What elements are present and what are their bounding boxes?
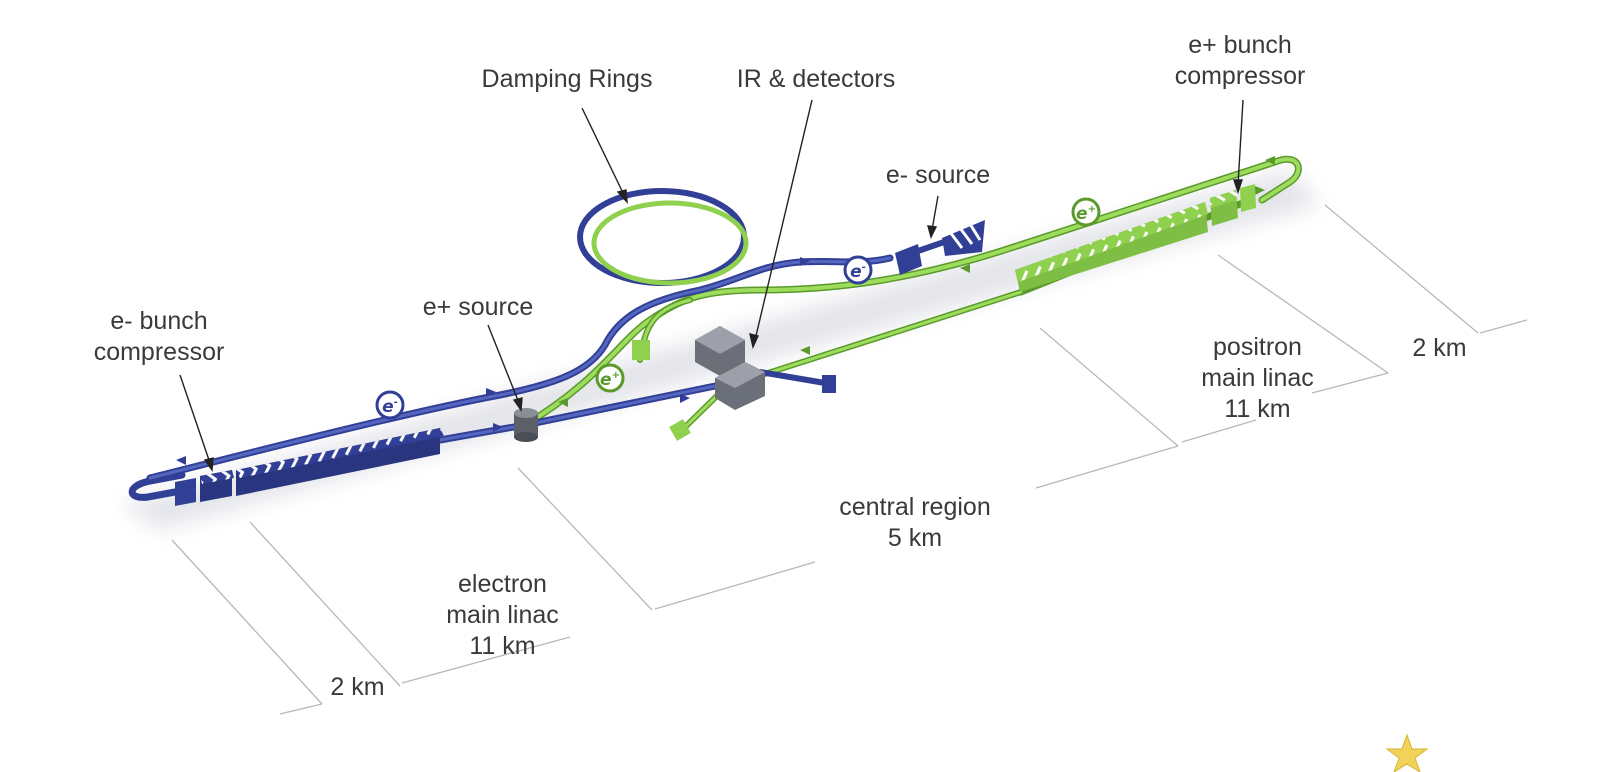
badge-charge: + [1088,204,1096,215]
label-ir-detectors: IR & detectors [736,65,896,93]
label-e-plus-source: e+ source [422,293,534,321]
damping-rings [577,188,749,286]
label-right-length: 2 km [1412,334,1467,362]
electron-beamline [128,237,953,501]
electron-source-device [895,220,985,275]
positron-badge-icon: e+ [595,363,625,393]
badge-charge: - [394,397,398,408]
positron-badge-icon: e+ [1071,197,1101,227]
badge-charge: + [612,370,620,381]
electron-badge-icon: e- [375,390,405,420]
logo-star-icon [1385,733,1429,772]
detector-block-icon [632,326,836,441]
label-left-length: 2 km [330,673,385,701]
label-damping-rings: Damping Rings [481,65,653,93]
label-e-plus-bunch-compressor: e+ bunch compressor [1174,31,1306,90]
electron-badge-icon: e- [843,255,873,285]
label-electron-main-linac: electron main linac 11 km [446,570,559,660]
label-central-region: central region 5 km [839,493,991,552]
label-e-minus-bunch-compressor: e- bunch compressor [93,307,225,366]
beam-direction-arrows [176,156,1275,465]
label-positron-main-linac: positron main linac 11 km [1201,333,1314,423]
leader-arrows [179,99,1244,472]
positron-main-linac-block [1015,184,1256,292]
electron-main-linac-block [175,428,444,506]
label-e-minus-source: e- source [885,161,991,189]
badge-charge: - [862,262,866,273]
dimension-lines [171,204,1528,715]
source-cylinder-icon [514,408,538,442]
